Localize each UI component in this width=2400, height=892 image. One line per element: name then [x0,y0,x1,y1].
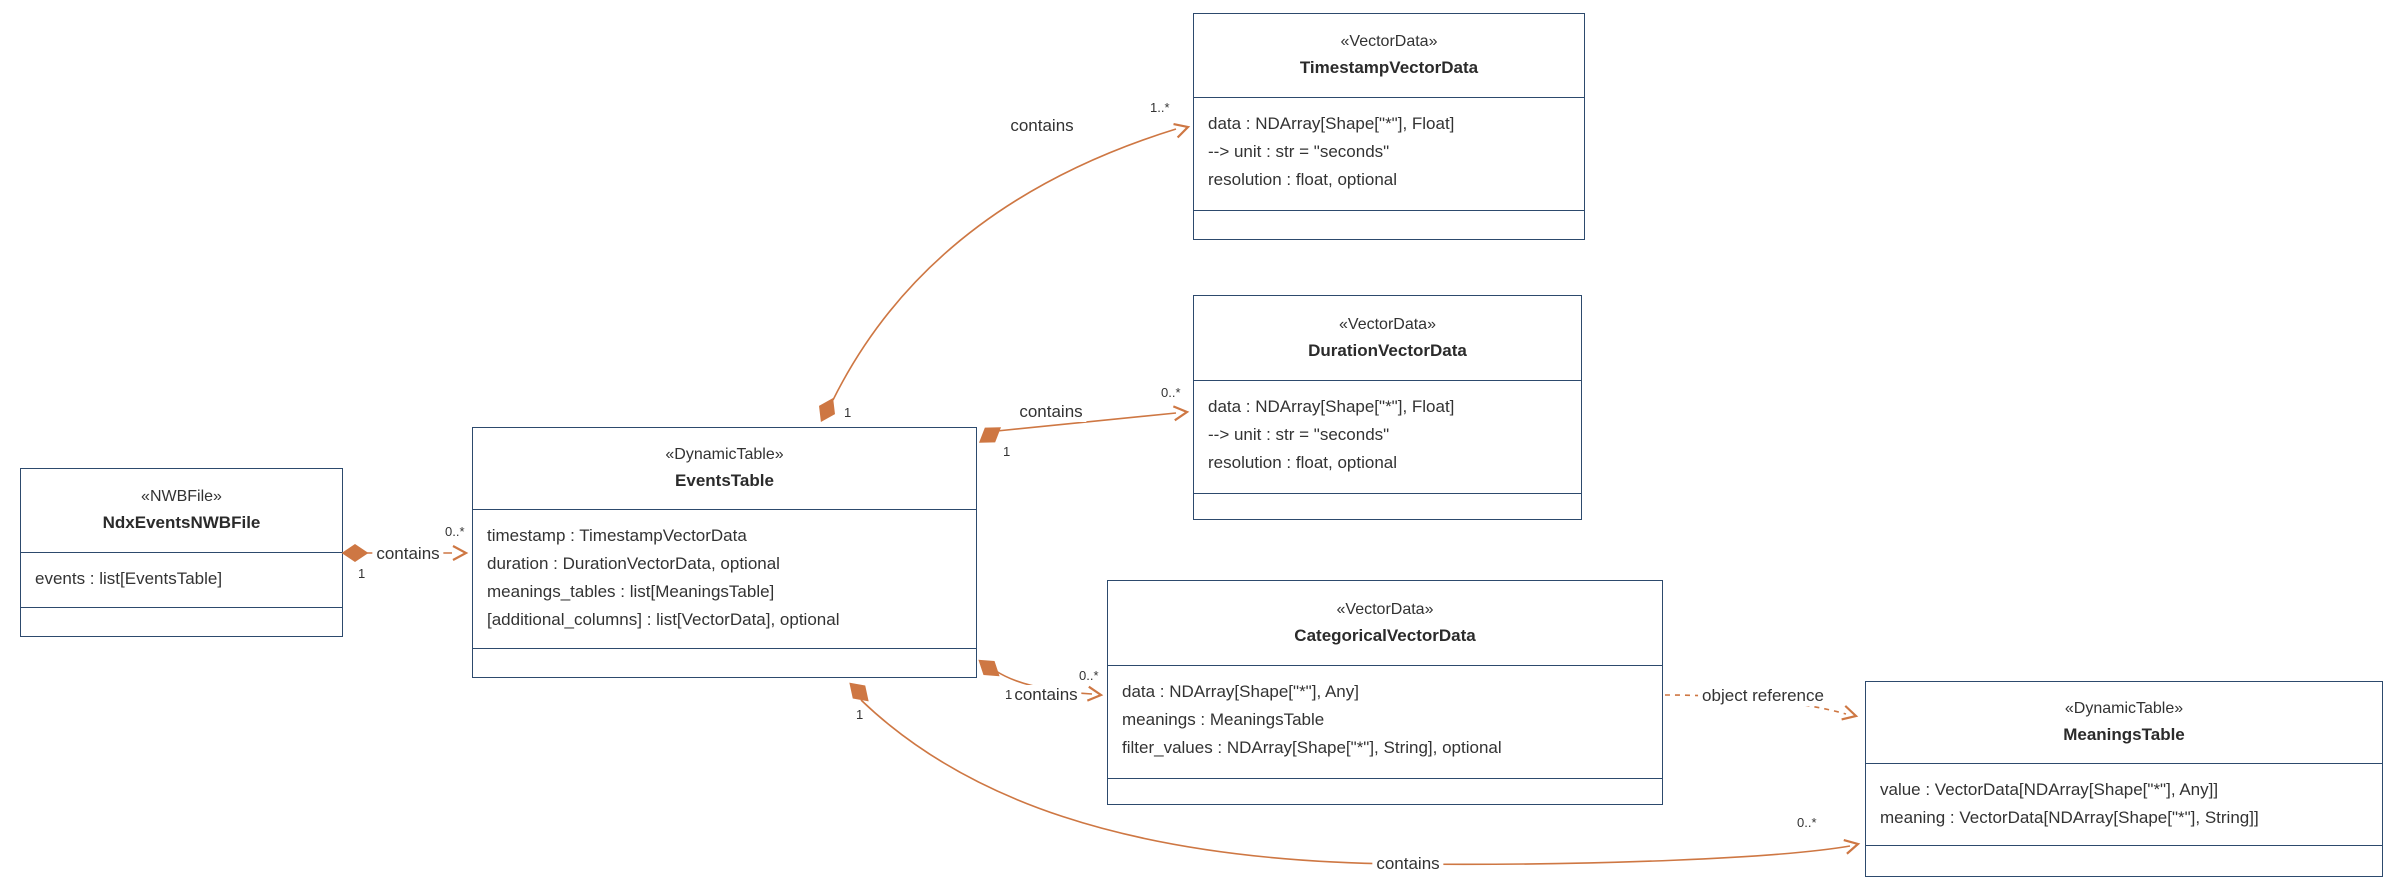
attributes-compartment: data : NDArray[Shape["*"], Any] meanings… [1108,666,1662,779]
class-name: DurationVectorData [1308,340,1467,360]
class-box-eventstable: «DynamicTable» EventsTable timestamp : T… [472,427,977,678]
multiplicity-label: 0..* [1161,385,1181,400]
methods-compartment [1108,779,1662,804]
attributes-compartment: data : NDArray[Shape["*"], Float] --> un… [1194,381,1581,494]
edge-label-contains: contains [1010,685,1082,705]
stereotype-label: «VectorData» [1340,33,1438,50]
methods-compartment [473,649,976,677]
methods-compartment [21,608,342,636]
class-name: CategoricalVectorData [1294,625,1476,645]
class-header: «NWBFile» NdxEventsNWBFile [21,469,342,553]
attributes-compartment: events : list[EventsTable] [21,553,342,608]
attribute-row: timestamp : TimestampVectorData [487,526,747,545]
class-header: «VectorData» TimestampVectorData [1194,14,1584,98]
class-name: TimestampVectorData [1299,58,1479,77]
arrowhead-icon [1172,405,1190,422]
edge-label-contains: contains [1372,854,1444,874]
arrowhead-icon [1841,705,1859,721]
attribute-row: meanings : MeaningsTable [1122,710,1325,729]
attribute-row: value : VectorData[NDArray[Shape["*"], A… [1880,780,2219,799]
class-name: NdxEventsNWBFile [102,513,261,532]
multiplicity-label: 1 [358,566,366,581]
class-header: «VectorData» CategoricalVectorData [1108,581,1662,666]
class-box-categoricalvectordata: «VectorData» CategoricalVectorData data … [1107,580,1663,805]
class-header: «DynamicTable» MeaningsTable [1866,682,2382,764]
composition-diamond-icon [849,682,869,702]
edge-label-contains: contains [1006,116,1078,136]
attribute-row: events : list[EventsTable] [35,569,223,588]
attribute-row: resolution : float, optional [1208,170,1398,189]
class-header: «DynamicTable» EventsTable [473,428,976,510]
arrowhead-icon [1086,685,1104,702]
class-header: «VectorData» DurationVectorData [1194,296,1581,381]
class-box-timestampvectordata: «VectorData» TimestampVectorData data : … [1193,13,1585,240]
multiplicity-label: 0..* [1079,668,1099,683]
composition-diamond-icon [978,427,1002,443]
attribute-row: --> unit : str = "seconds" [1208,142,1390,161]
class-box-durationvectordata: «VectorData» DurationVectorData data : N… [1193,295,1582,520]
class-name: EventsTable [675,471,774,490]
stereotype-label: «DynamicTable» [665,446,784,463]
multiplicity-label: 0..* [445,524,465,539]
attribute-row: [additional_columns] : list[VectorData],… [487,610,840,629]
multiplicity-label: 1 [856,707,864,722]
attribute-row: resolution : float, optional [1208,453,1398,472]
arrowhead-icon [1843,839,1861,855]
edge-line [832,128,1177,401]
edge-label-object-reference: object reference [1698,686,1828,706]
class-box-meaningstable: «DynamicTable» MeaningsTable value : Vec… [1865,681,2383,877]
arrowhead-icon [452,545,469,561]
stereotype-label: «DynamicTable» [2064,700,2184,717]
attribute-row: data : NDArray[Shape["*"], Any] [1122,682,1359,701]
edge-eventstable-contains-timestamp [819,123,1191,422]
attribute-row: data : NDArray[Shape["*"], Float] [1208,397,1455,416]
edge-label-contains: contains [1015,402,1087,422]
attribute-row: --> unit : str = "seconds" [1208,425,1390,444]
methods-compartment [1866,846,2382,876]
composition-diamond-icon [341,544,369,562]
multiplicity-label: 1 [1003,444,1011,459]
attributes-compartment: value : VectorData[NDArray[Shape["*"], A… [1866,764,2382,846]
multiplicity-label: 1 [844,405,852,420]
attribute-row: meanings_tables : list[MeaningsTable] [487,582,775,601]
attribute-row: meaning : VectorData[NDArray[Shape["*"],… [1880,808,2259,827]
composition-diamond-icon [819,398,835,422]
attributes-compartment: timestamp : TimestampVectorData duration… [473,510,976,649]
attribute-row: duration : DurationVectorData, optional [487,554,780,573]
stereotype-label: «NWBFile» [141,488,222,505]
stereotype-label: «VectorData» [1339,315,1436,333]
class-box-ndxeventsnwbfile: «NWBFile» NdxEventsNWBFile events : list… [20,468,343,637]
multiplicity-label: 0..* [1797,815,1817,830]
composition-diamond-icon [978,659,1000,677]
arrowhead-icon [1173,123,1191,139]
multiplicity-label: 1 [1005,687,1013,702]
edge-label-contains: contains [372,544,444,564]
attribute-row: filter_values : NDArray[Shape["*"], Stri… [1122,738,1502,757]
methods-compartment [1194,211,1584,239]
attribute-row: data : NDArray[Shape["*"], Float] [1208,114,1455,133]
attributes-compartment: data : NDArray[Shape["*"], Float] --> un… [1194,98,1584,211]
multiplicity-label: 1..* [1150,100,1170,115]
class-name: MeaningsTable [2063,725,2185,744]
methods-compartment [1194,494,1581,519]
stereotype-label: «VectorData» [1336,600,1434,618]
